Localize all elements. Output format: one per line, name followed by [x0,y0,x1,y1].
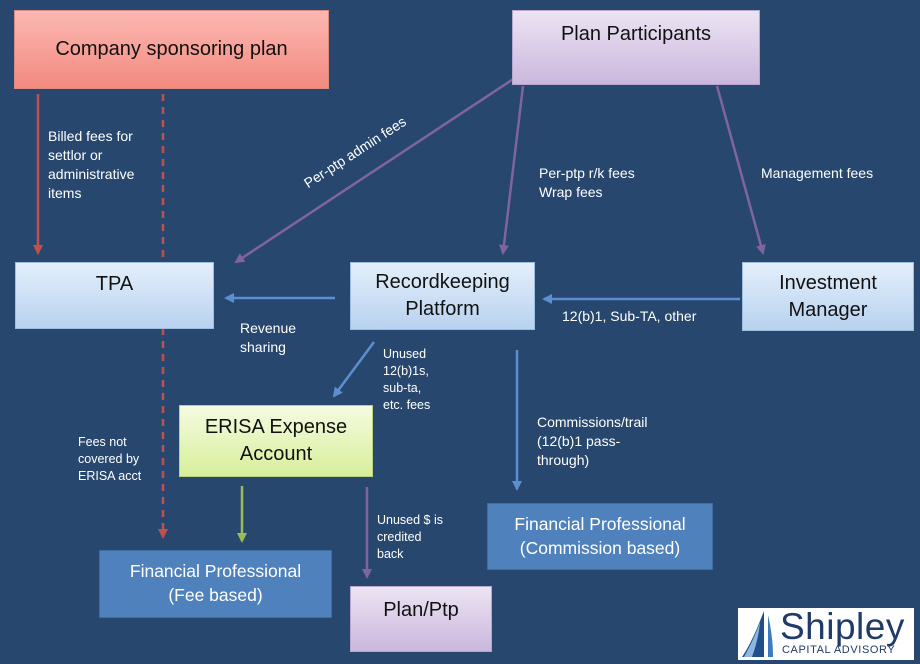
fees-not-covered-label: Fees not covered by ERISA acct [78,435,142,483]
financial-professional-fee-label: Financial Professional (Fee based) [129,561,302,605]
per-ptp-rk-fees-label: Per-ptp r/k fees Wrap fees [539,165,635,200]
management-fees-label: Management fees [761,165,874,181]
arrow-participants-to-tpa [234,70,525,264]
tpa-box: TPA [15,262,214,329]
unused-fees-label: Unused 12(b)1s, sub-ta, etc. fees [383,347,431,412]
company-sponsoring-plan-box: Company sponsoring plan [14,10,329,89]
plan-participants-box: Plan Participants [512,10,760,85]
recordkeeping-platform-label: Recordkeeping Platform [375,271,510,320]
commissions-trail-label: Commissions/trail (12(b)1 pass- through) [537,414,648,468]
erisa-expense-account-box: ERISA Expense Account [179,405,373,477]
arrow-participants-to-investment [715,85,766,255]
financial-professional-fee-box: Financial Professional (Fee based) [99,550,332,618]
investment-manager-box: Investment Manager [742,262,914,331]
plan-participants-label: Plan Participants [560,23,712,45]
revenue-sharing-label: Revenue sharing [240,320,297,355]
billed-fees-label: Billed fees for settlor or administrativ… [48,128,135,201]
recordkeeping-platform-box: Recordkeeping Platform [350,262,535,330]
financial-professional-commission-box: Financial Professional (Commission based… [487,503,713,570]
unused-credited-back-label: Unused $ is credited back [377,513,444,561]
plan-ptp-label: Plan/Ptp [383,599,459,621]
investment-manager-label: Investment Manager [779,271,877,321]
arrow-recordkeeping-to-erisa [332,341,376,398]
logo-tagline: CAPITAL ADVISORY [782,644,896,656]
shipley-logo: Shipley CAPITAL ADVISORY [738,606,914,660]
company-sponsoring-plan-label: Company sponsoring plan [55,38,288,60]
arrow-participants-to-recordkeeping [498,85,525,255]
erisa-expense-account-label: ERISA Expense Account [204,416,348,465]
tpa-label: TPA [95,273,134,295]
financial-professional-commission-label: Financial Professional (Commission based… [514,513,686,558]
sail-logo-icon [742,611,773,657]
plan-ptp-box: Plan/Ptp [350,586,492,652]
logo-name: Shipley [780,606,905,647]
twelve-b1-label: 12(b)1, Sub-TA, other [562,308,697,324]
